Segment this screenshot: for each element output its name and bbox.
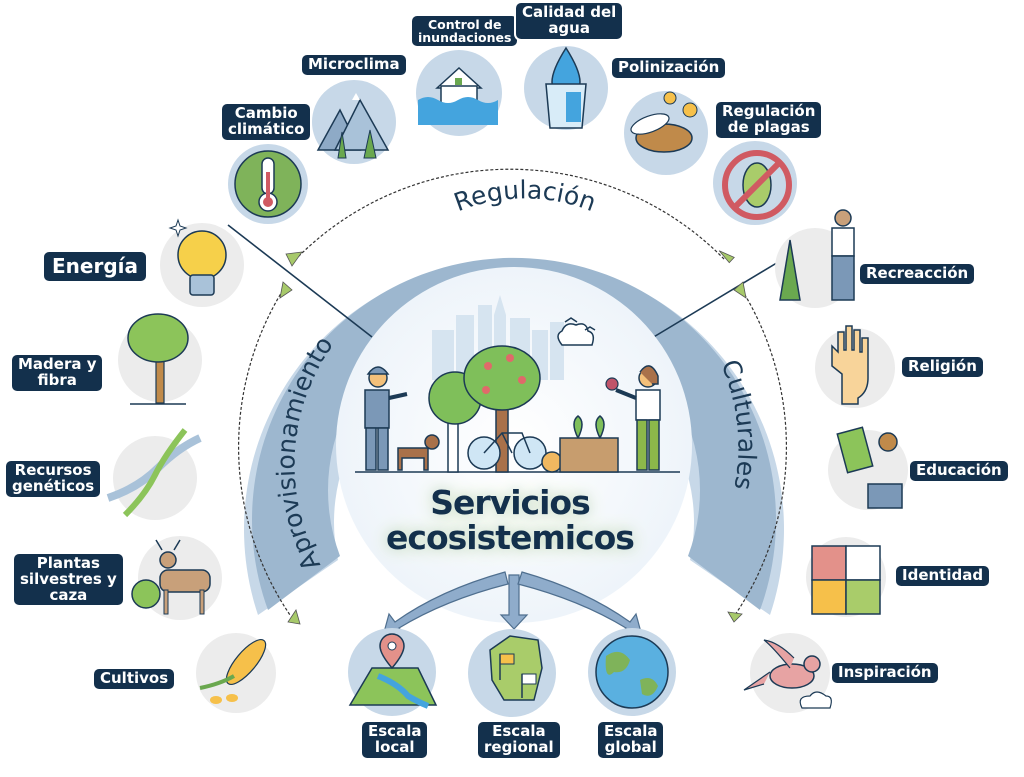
label-plantas-silvestres-caza: Plantas silvestres y caza [14, 554, 123, 606]
scale-icons [348, 628, 676, 717]
light-bulb-icon [160, 218, 244, 307]
dashed-arcs [238, 168, 787, 616]
dog-icon [397, 434, 440, 471]
map-pin-icon [348, 628, 438, 716]
gardener-woman-icon [605, 365, 661, 471]
label-regulacion-plagas: Regulación de plagas [716, 102, 822, 138]
regulating-icons [228, 46, 797, 225]
pumpkin-icon [541, 451, 563, 473]
label-inspiracion: Inspiración [832, 663, 938, 683]
label-recreaccion: Recreacción [860, 264, 975, 284]
category-label-regulating: Regulación [450, 175, 600, 217]
label-escala-local: Escala local [362, 722, 428, 758]
label-calidad-agua: Calidad del agua [516, 3, 623, 39]
vegetable-crate-icon [559, 415, 619, 473]
cloud-icon [557, 323, 595, 346]
puzzle-icon [806, 537, 886, 617]
label-cambio-climatico: Cambio climático [222, 104, 311, 140]
water-glass-icon [524, 46, 608, 130]
label-control-inundaciones: Control de inundaciones [412, 16, 518, 47]
dna-icon [106, 428, 202, 520]
label-educacion: Educación [910, 461, 1008, 481]
label-identidad: Identidad [896, 566, 990, 586]
reading-person-icon [828, 426, 908, 510]
title-line-2: ecosistemicos [386, 517, 635, 557]
flooded-house-icon [416, 50, 502, 136]
title-line-1: Servicios [430, 483, 590, 522]
hand-icon [815, 325, 895, 408]
no-bug-icon [713, 141, 797, 225]
diagram-title: Servicios ecosistemicos [360, 483, 660, 557]
bicycle-icon [467, 432, 547, 470]
earth-icon [588, 628, 676, 716]
bee-icon [624, 91, 708, 175]
corn-icon [196, 633, 276, 713]
label-microclima: Microclima [302, 55, 406, 75]
label-madera-fibra: Madera y fibra [12, 355, 103, 391]
thermometer-globe-icon [228, 144, 308, 224]
bird-small-icon [564, 317, 578, 323]
hiker-icon [775, 209, 855, 308]
bird-icon [743, 633, 832, 713]
deer-icon [131, 536, 222, 620]
cultural-icons [743, 209, 908, 713]
label-polinizacion: Polinización [612, 58, 726, 78]
label-escala-global: Escala global [598, 722, 664, 758]
region-flags-icon [468, 629, 556, 717]
label-religion: Religión [902, 357, 983, 377]
mountains-icon [312, 80, 396, 164]
arrowheads [279, 250, 747, 625]
label-recursos-geneticos: Recursos genéticos [6, 461, 101, 497]
divider-line-right [651, 254, 791, 339]
label-energia: Energía [44, 252, 146, 281]
tree-icon [118, 313, 202, 405]
provisioning-icons [106, 218, 276, 713]
apple-tree-icon [428, 345, 541, 473]
label-cultivos: Cultivos [94, 669, 175, 689]
divider-line-left [227, 224, 373, 338]
center-circle [336, 267, 692, 623]
label-escala-regional: Escala regional [478, 722, 560, 758]
center-scene [355, 295, 680, 473]
farmer-icon [364, 366, 408, 471]
